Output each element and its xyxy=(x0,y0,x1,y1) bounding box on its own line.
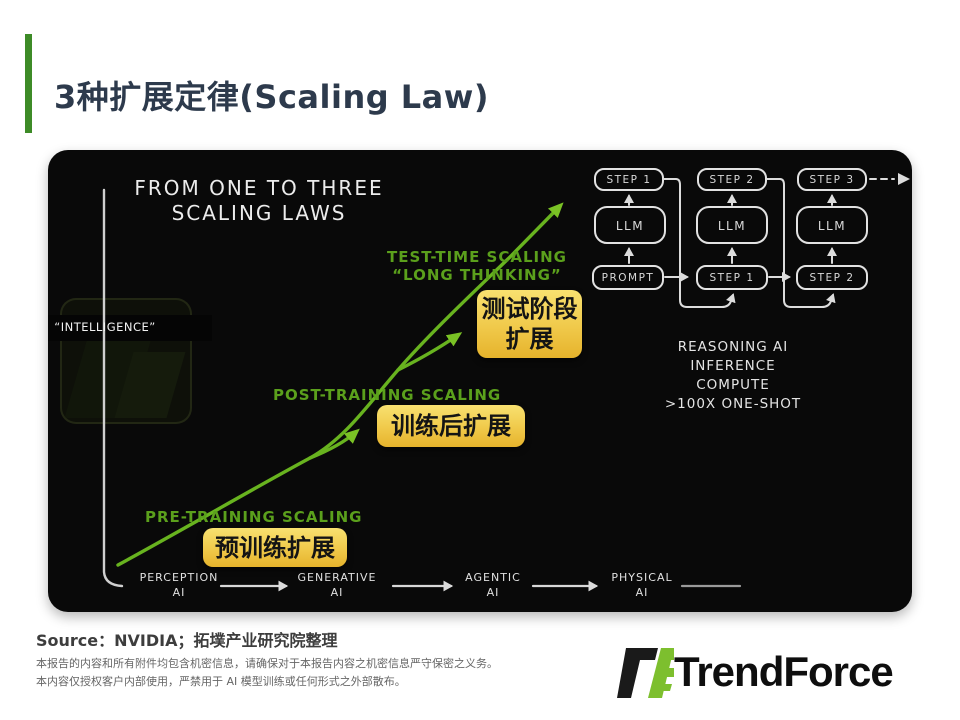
figure-heading-line1: FROM ONE TO THREE xyxy=(134,176,384,200)
scaling-curve xyxy=(116,202,564,567)
trendforce-logo-icon xyxy=(617,648,674,698)
prompt-box-label: PROMPT xyxy=(602,272,655,284)
testtime-branch-arrow xyxy=(396,332,463,372)
intelligence-band xyxy=(48,315,212,341)
reasoning-caption-line1: REASONING AI INFERENCE xyxy=(677,339,789,374)
llm-box-label: LLM xyxy=(818,219,846,233)
posttrain-branch-arrow xyxy=(308,428,360,460)
page-title: 3种扩展定律(Scaling Law) xyxy=(54,78,489,116)
y-axis-label: “INTELLIGENCE” xyxy=(54,320,156,334)
x-label-generative-ai: AI xyxy=(331,586,344,599)
pretrain-highlight-box: 预训练扩展 xyxy=(203,528,347,567)
pretrain-zh-label: 预训练扩展 xyxy=(215,533,335,562)
step-box-label: STEP 1 xyxy=(709,272,754,284)
disclaimer-line1: 本报告的内容和所有附件均包含机密信息，请确保对于本报告内容之机密信息严守保密之义… xyxy=(36,657,498,670)
long-thinking-label: “LONG THINKING” xyxy=(392,266,562,284)
figure-heading: FROM ONE TO THREE SCALING LAWS xyxy=(114,176,404,226)
step-box-label: STEP 1 xyxy=(606,174,651,186)
disclaimer-line2: 本内容仅授权客户内部使用，严禁用于 AI 模型训练或任何形式之外部散布。 xyxy=(36,675,406,688)
figure-heading-line2: SCALING LAWS xyxy=(171,201,347,225)
brand-wordmark: TrendForce xyxy=(674,648,894,695)
flow-connectors xyxy=(624,178,895,308)
x-label-agentic: AGENTIC xyxy=(465,571,521,584)
reasoning-caption-line2: COMPUTE xyxy=(696,377,770,393)
x-label-perception-ai: AI xyxy=(173,586,186,599)
testtime-scaling-label: TEST-TIME SCALING xyxy=(387,248,567,266)
reasoning-caption: REASONING AI INFERENCE COMPUTE >100X ONE… xyxy=(638,338,828,414)
testtime-zh-line2: 扩展 xyxy=(505,325,554,353)
step-box-label: STEP 2 xyxy=(809,272,854,284)
flow-labels: STEP 1 STEP 2 STEP 3 LLM LLM LLM PROMPT … xyxy=(602,174,854,284)
posttrain-scaling-label: POST-TRAINING SCALING xyxy=(273,386,502,404)
title-accent-bar xyxy=(25,34,32,133)
axes xyxy=(102,188,124,588)
testtime-highlight-box: 测试阶段 扩展 xyxy=(477,290,582,358)
x-axis-labels: PERCEPTION AI GENERATIVE AI AGENTIC AI P… xyxy=(140,571,672,599)
logo-green-lowbar xyxy=(651,684,672,691)
llm-box-label: LLM xyxy=(616,219,644,233)
pretrain-scaling-label: PRE-TRAINING SCALING xyxy=(145,508,363,526)
flow-diagram xyxy=(592,168,868,290)
step-box-label: STEP 2 xyxy=(709,174,754,186)
posttrain-zh-label: 训练后扩展 xyxy=(391,412,511,440)
logo-green-midbar xyxy=(655,668,674,677)
x-label-physical: PHYSICAL xyxy=(611,571,672,584)
step-box-label: STEP 3 xyxy=(809,174,854,186)
x-label-perception: PERCEPTION xyxy=(140,571,219,584)
logo-black-glyph xyxy=(617,648,658,698)
logo-green-topbar xyxy=(659,648,674,660)
figure-lineart: STEP 1 STEP 2 STEP 3 LLM LLM LLM PROMPT … xyxy=(102,168,910,599)
x-label-generative: GENERATIVE xyxy=(298,571,377,584)
nvidia-slide-figure: STEP 1 STEP 2 STEP 3 LLM LLM LLM PROMPT … xyxy=(48,150,912,612)
x-label-agentic-ai: AI xyxy=(487,586,500,599)
reasoning-caption-line3: >100X ONE-SHOT xyxy=(664,396,802,412)
posttrain-highlight-box: 训练后扩展 xyxy=(377,405,525,447)
x-label-physical-ai: AI xyxy=(636,586,649,599)
source-attribution: Source：NVIDIA；拓墣产业研究院整理 xyxy=(36,631,338,650)
llm-box-label: LLM xyxy=(718,219,746,233)
dashed-arrowhead xyxy=(898,173,910,185)
testtime-zh-line1: 测试阶段 xyxy=(481,295,578,323)
